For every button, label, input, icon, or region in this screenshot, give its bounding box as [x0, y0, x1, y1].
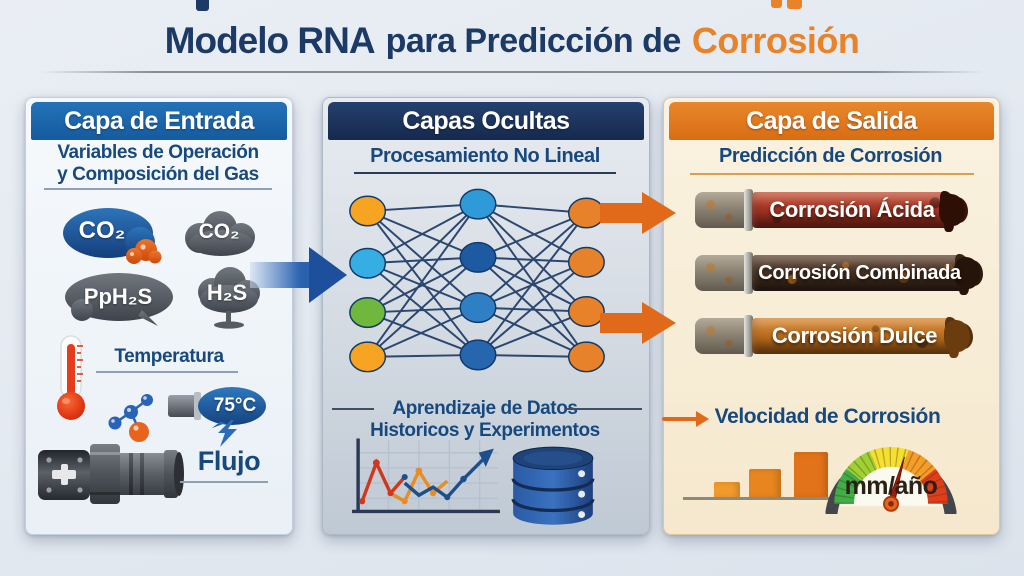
output-panel-header: Capa de Salida	[669, 102, 994, 140]
nn-node-input	[349, 297, 387, 329]
nn-node-output	[567, 197, 605, 229]
temperature-label: Temperatura	[114, 346, 224, 367]
flow-label: Flujo	[197, 446, 261, 476]
gauge-unit-label: mm/año	[844, 472, 938, 500]
pipe-body	[752, 318, 970, 354]
learning-flank-line-right	[566, 408, 642, 410]
decorative-mark	[771, 0, 782, 8]
h2s-label: H₂S	[206, 280, 248, 305]
nn-node-input	[349, 195, 387, 227]
title-accent: Corrosión	[691, 20, 860, 61]
thermometer-icon	[57, 335, 85, 420]
nn-node-output	[567, 296, 605, 328]
decorative-mark	[787, 0, 802, 9]
hidden-to-output-arrow-top-icon	[600, 203, 642, 223]
rate-bar-3	[794, 452, 828, 498]
title-model: Modelo RNA	[164, 20, 376, 61]
hidden-subtitle: Procesamiento No Lineal	[370, 145, 600, 167]
neural-network-icon	[349, 188, 605, 373]
page-title: Modelo RNA para Predicción de Corrosión	[0, 18, 1024, 64]
pipe-coupling	[695, 192, 747, 228]
nn-node-hidden	[459, 339, 497, 371]
learning-flank-line-left	[332, 408, 374, 410]
co2-bubble-icon	[63, 208, 162, 264]
co2-cloud-icon	[185, 211, 255, 256]
pipe-body	[752, 192, 965, 228]
output-subtitle: Predicción de Corrosión	[718, 145, 943, 167]
pipe-coupling	[695, 318, 747, 354]
learning-line2: Historicos y Experimentos	[370, 420, 600, 441]
nn-node-output	[567, 341, 605, 373]
nn-node-hidden	[459, 188, 497, 220]
prediction-label: Corrosión Ácida	[769, 197, 935, 222]
corroded-pipe-acida: Corrosión Ácida	[695, 189, 965, 231]
rate-bar-1	[714, 482, 740, 498]
input-to-hidden-arrow-icon	[250, 262, 310, 288]
output-layer-panel: Capa de Salida	[663, 97, 1000, 535]
hidden-to-output-arrowhead-bottom-icon	[642, 302, 676, 344]
pph2s-cloud-icon	[65, 273, 173, 326]
hidden-subtitle-underline	[354, 172, 616, 174]
corroded-pipe-combinada: Corrosión Combinada	[695, 252, 980, 294]
co2-cloud-label: CO₂	[198, 220, 240, 243]
learning-line1: Aprendizaje de Datos	[392, 398, 578, 419]
pipe-ring	[744, 315, 753, 357]
co2-bubble-label: CO₂	[78, 217, 126, 244]
input-subtitle-underline	[44, 188, 272, 190]
pipe-ring	[744, 189, 753, 231]
corroded-pipe-dulce: Corrosión Dulce	[695, 315, 970, 357]
nn-node-input	[349, 247, 387, 279]
prediction-label: Corrosión Combinada	[758, 261, 961, 284]
input-panel-header: Capa de Entrada	[31, 102, 287, 140]
pipe-body	[752, 255, 980, 291]
nn-node-output	[567, 246, 605, 278]
input-to-hidden-arrowhead-icon	[309, 247, 347, 303]
temperature-underline	[96, 371, 238, 373]
input-subtitle-line1: Variables de Operación	[57, 142, 259, 163]
hidden-panel-header: Capas Ocultas	[328, 102, 644, 140]
input-subtitle-line2: y Composición del Gas	[57, 164, 259, 185]
pipe-ring	[744, 252, 753, 294]
output-subtitle-underline	[690, 173, 974, 175]
hidden-to-output-arrowhead-top-icon	[642, 192, 676, 234]
pipe-coupling	[695, 255, 747, 291]
rate-label: Velocidad de Corrosión	[714, 405, 941, 428]
bar-baseline	[683, 497, 845, 500]
database-icon	[511, 446, 595, 525]
nn-node-hidden	[459, 241, 497, 273]
rate-arrow-line	[662, 417, 698, 421]
lightning-icon	[218, 420, 237, 447]
hidden-to-output-arrow-bottom-icon	[600, 313, 642, 333]
title-divider	[40, 71, 984, 73]
temperature-bubble-icon	[168, 387, 266, 428]
title-middle: para Predicción de	[385, 21, 682, 60]
h2s-cloud-icon	[198, 267, 260, 329]
line-chart-icon	[352, 438, 500, 514]
flow-pipe-icon	[38, 444, 184, 504]
nn-node-hidden	[459, 292, 497, 324]
prediction-label: Corrosión Dulce	[771, 323, 938, 348]
molecule-icon	[108, 394, 153, 442]
rate-arrow-head-icon	[696, 411, 709, 427]
flow-underline	[180, 481, 268, 483]
gauge-icon	[825, 447, 957, 514]
decorative-mark	[196, 0, 209, 11]
pph2s-label: PpH₂S	[83, 284, 153, 309]
temperature-value: 75°C	[213, 395, 257, 416]
nn-node-input	[349, 341, 387, 373]
rate-bar-2	[749, 469, 781, 498]
